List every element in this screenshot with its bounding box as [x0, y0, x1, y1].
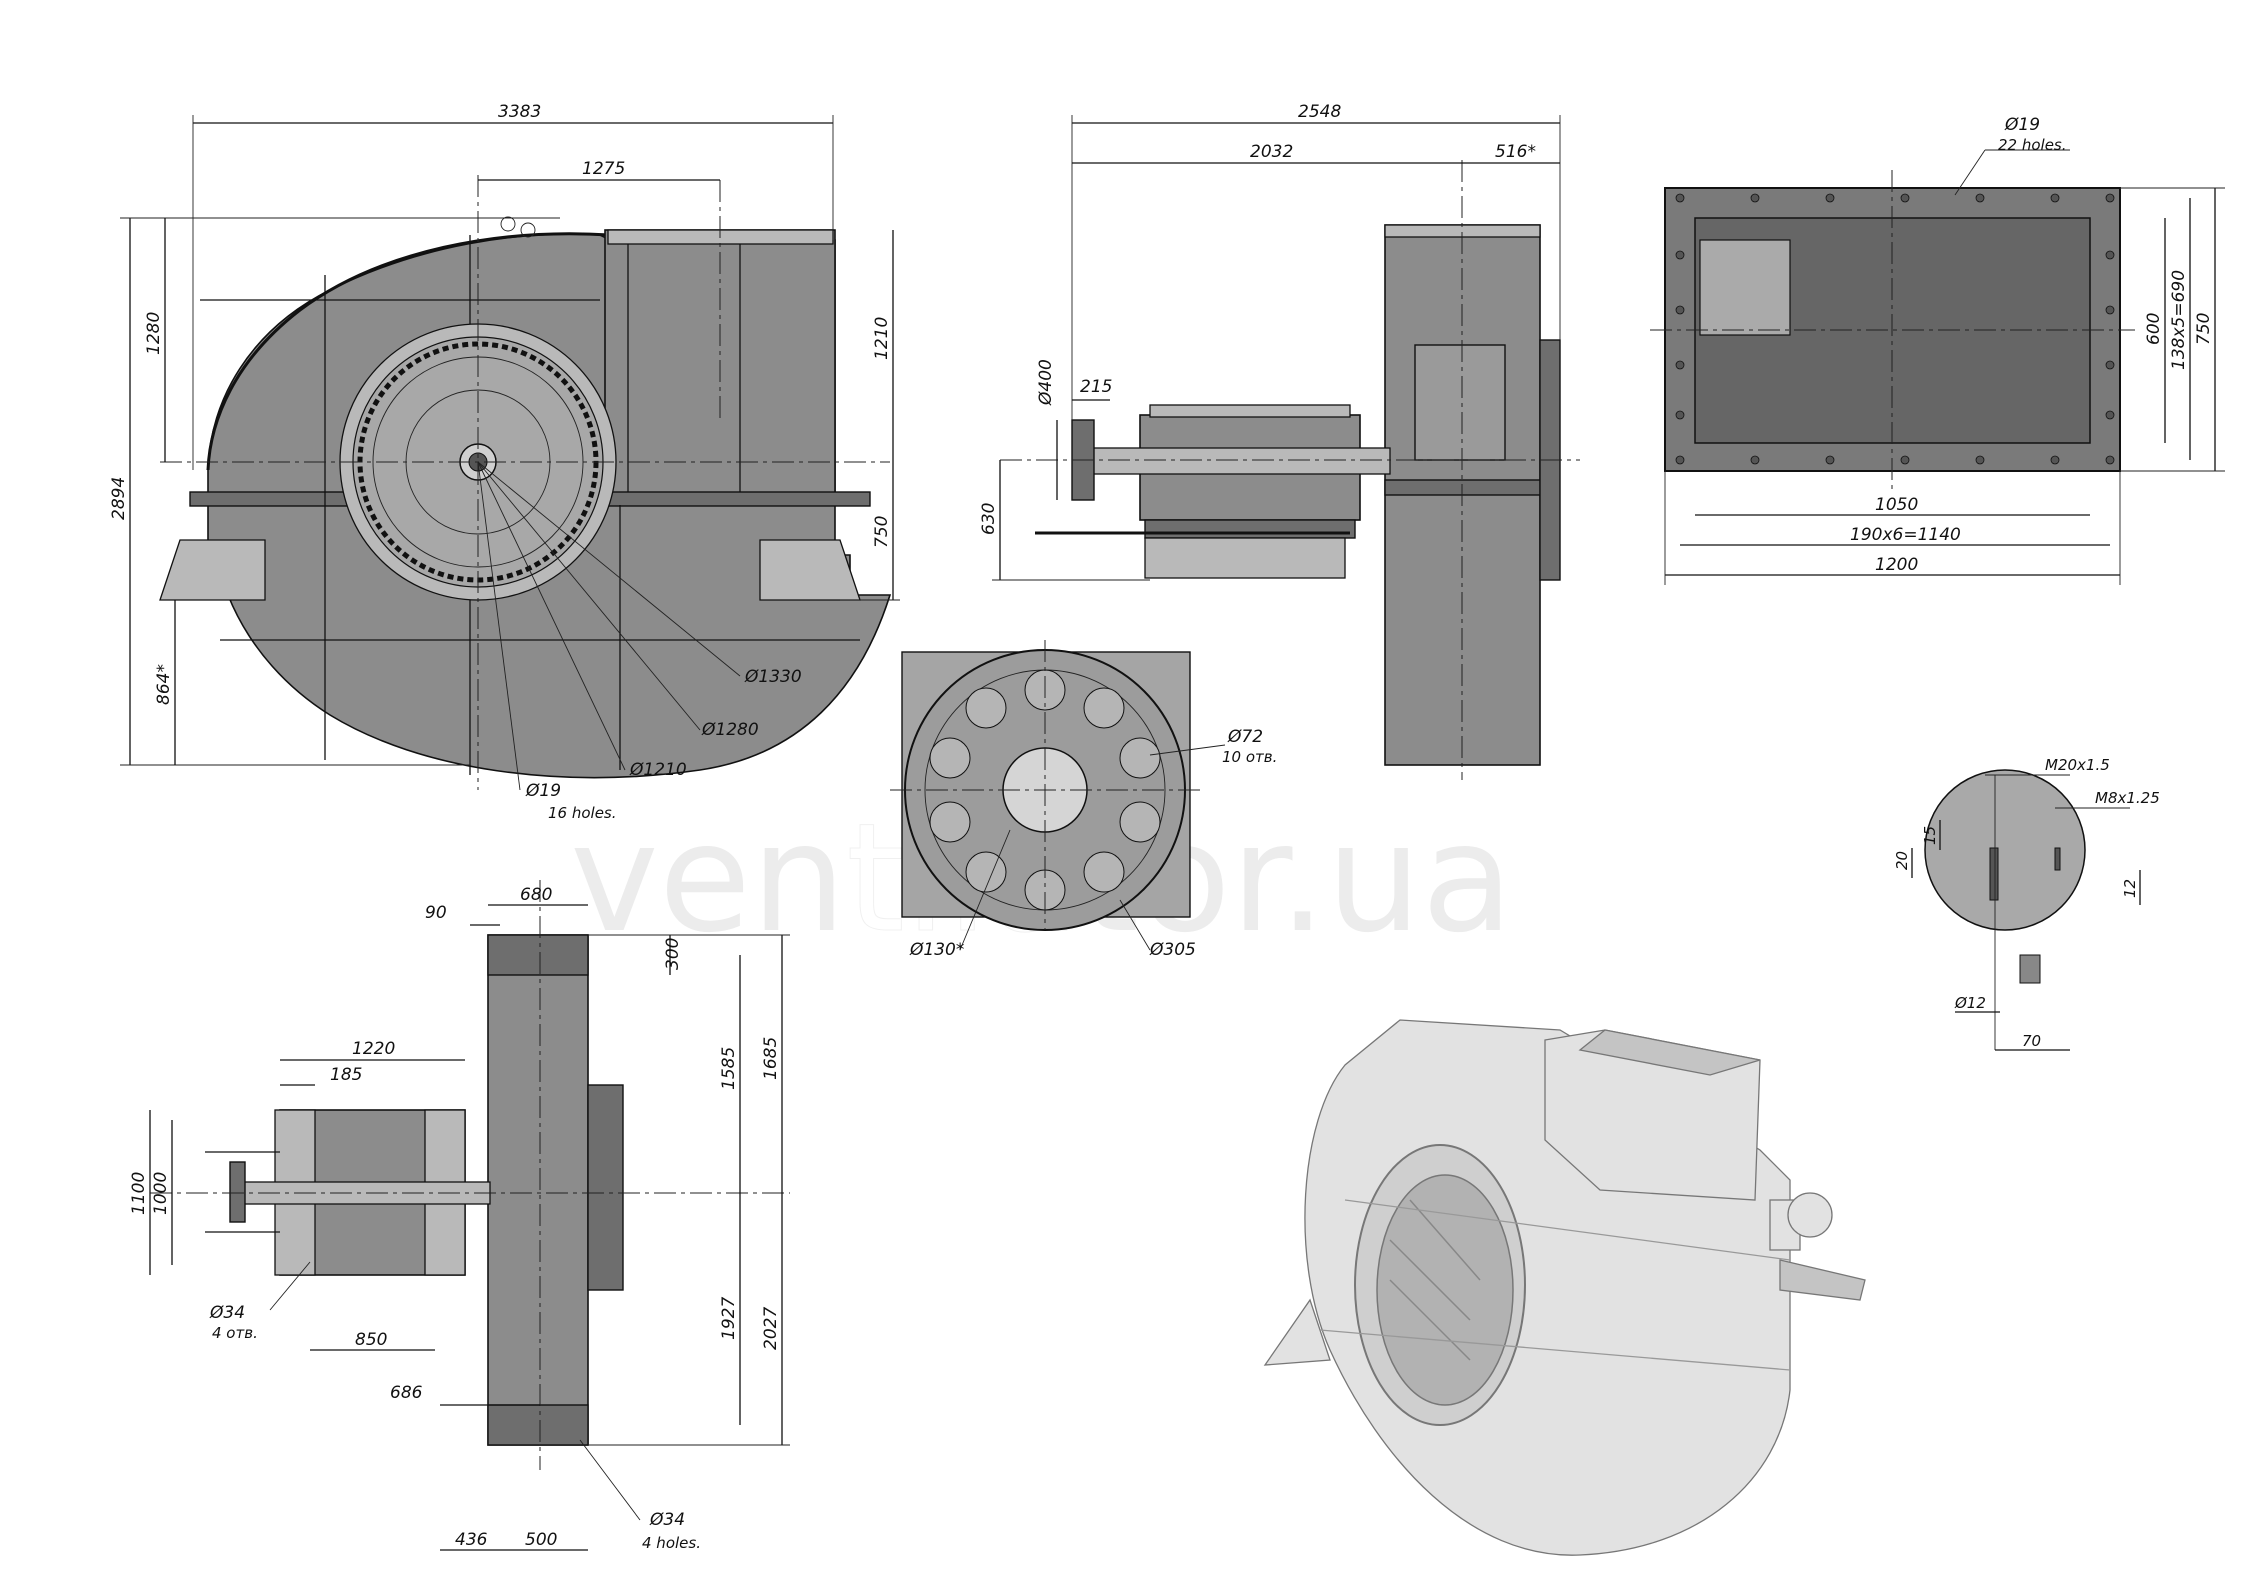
dim-front-upper-height: 1280	[144, 312, 164, 355]
dim-front-d1280: Ø1280	[701, 720, 759, 740]
dim-detail-h20: 20	[1893, 851, 1911, 870]
dim-detail-thread1: M20x1.5	[2045, 756, 2110, 774]
front-right-foot	[759, 539, 861, 601]
dim-plan-h1585: 1585	[719, 1047, 739, 1090]
dim-detail-pin-d: Ø12	[1954, 994, 1986, 1012]
dim-plan-h2027: 2027	[761, 1307, 781, 1350]
dim-plan-w850: 850	[355, 1330, 387, 1350]
dim-detail-h12: 12	[2121, 879, 2139, 898]
dim-plan-housing-width: 680	[520, 885, 552, 905]
dim-plan-base-len: 1220	[352, 1039, 395, 1059]
dim-flange-inner-width: 1050	[1875, 495, 1918, 515]
dim-front-overall-height: 2894	[109, 477, 129, 520]
detail-view: M20x1.5 M8x1.25 15 20 12 Ø12 70	[1893, 756, 2160, 1051]
dim-side-axis-height: 630	[979, 503, 999, 535]
dim-front-lower-height: 864*	[154, 664, 174, 705]
dim-flange-outer-width: 1200	[1875, 555, 1918, 575]
flange-bolt-holes	[1675, 193, 2115, 465]
dim-plan-h1927: 1927	[719, 1297, 739, 1340]
dim-front-overall-width: 3383	[498, 102, 541, 122]
dim-plan-foot-note: 4 holes.	[642, 1534, 701, 1552]
dim-flange-holes-d: Ø19	[2004, 115, 2040, 135]
dim-front-outlet-offset: 1275	[582, 159, 625, 179]
dim-hub-holes-note: 10 отв.	[1222, 748, 1277, 766]
flange-view: Ø19 22 holes. 600 138x5=690 750 1050 190…	[1650, 115, 2225, 585]
dim-front-outlet-height: 1210	[872, 317, 892, 360]
side-inspection-panel	[1414, 344, 1506, 461]
dim-detail-thread2: M8x1.25	[2095, 789, 2160, 807]
front-view: 3383 1275 2894 1280 864* 1210 750 Ø1330 …	[109, 102, 900, 822]
dim-plan-h1100: 1100	[129, 1172, 149, 1215]
dim-front-axis-height: 750	[872, 516, 892, 548]
detail-section	[1924, 769, 2086, 931]
dim-flange-pitch-v: 138x5=690	[2169, 270, 2189, 370]
dim-flange-pitch-h: 190x6=1140	[1850, 525, 1961, 545]
dim-plan-w500: 500	[525, 1530, 557, 1550]
dim-front-holes-d: Ø19	[525, 781, 561, 801]
dim-front-d1330: Ø1330	[744, 667, 802, 687]
dim-side-coupling-len: 215	[1080, 377, 1112, 397]
dim-plan-anchor-d: Ø34	[209, 1303, 245, 1323]
watermark-prefix: ven	[570, 792, 846, 966]
front-left-foot	[159, 539, 266, 601]
dim-hub-outer-d: Ø305	[1149, 940, 1196, 960]
side-shaft	[1089, 447, 1391, 475]
dim-flange-inner-height: 600	[2144, 313, 2164, 345]
plan-view: 680 90 300 1220 185 1585 1685 1927 2027 …	[129, 880, 790, 1552]
dim-plan-anchor-note: 4 отв.	[212, 1324, 258, 1342]
dim-detail-h15: 15	[1921, 826, 1939, 845]
dim-hub-holes-d: Ø72	[1227, 727, 1263, 747]
dim-plan-foot-d: Ø34	[649, 1510, 685, 1530]
dim-plan-h1685: 1685	[761, 1037, 781, 1080]
dim-plan-w436: 436	[455, 1530, 488, 1550]
dim-flange-outer-height: 750	[2194, 313, 2214, 345]
dim-detail-w70: 70	[2022, 1032, 2041, 1050]
dim-plan-w185: 185	[330, 1065, 362, 1085]
dim-side-inlet-depth: 516*	[1495, 142, 1536, 162]
side-pedestal	[1144, 537, 1346, 579]
dim-plan-w686: 686	[390, 1383, 423, 1403]
dim-hub-bore-d: Ø130*	[909, 940, 964, 960]
dim-front-d1210: Ø1210	[629, 760, 687, 780]
side-view: 2548 2032 516* 215 Ø400 630	[979, 102, 1580, 780]
dim-plan-offset90: 90	[425, 903, 447, 923]
isometric-render	[1263, 1019, 1866, 1556]
dim-flange-holes-note: 22 holes.	[1998, 136, 2067, 154]
hub-view: Ø72 10 отв. Ø130* Ø305	[890, 640, 1277, 960]
dim-plan-h1000: 1000	[151, 1172, 171, 1215]
dim-side-overall-length: 2548	[1298, 102, 1341, 122]
hub-bolt-holes	[929, 669, 1161, 911]
dim-front-holes-note: 16 holes.	[548, 804, 617, 822]
dim-plan-h300: 300	[663, 938, 683, 970]
dim-side-shaft-length: 2032	[1250, 142, 1293, 162]
plan-housing	[487, 934, 589, 1446]
dim-side-coupling-d: Ø400	[1036, 359, 1056, 406]
